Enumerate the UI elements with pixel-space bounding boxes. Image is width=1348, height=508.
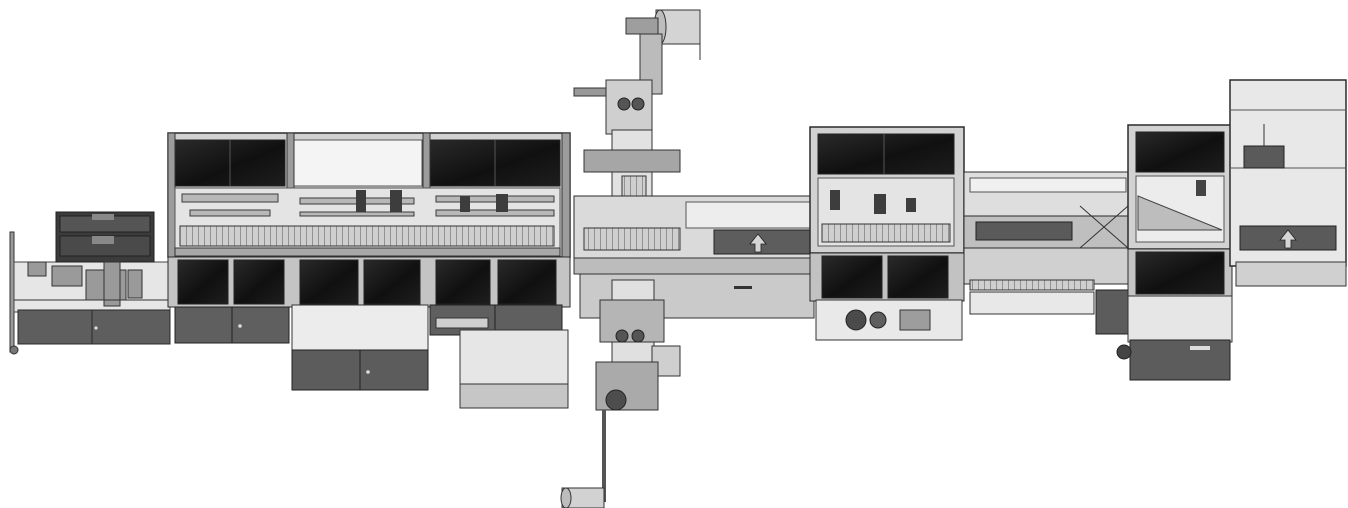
conveyor-tunnel [963, 171, 1133, 335]
outfeed-station [1116, 79, 1347, 381]
main-station-right [809, 126, 965, 341]
transfer-station [560, 9, 815, 508]
main-station-left [167, 132, 571, 409]
infeed-unit [9, 211, 171, 355]
